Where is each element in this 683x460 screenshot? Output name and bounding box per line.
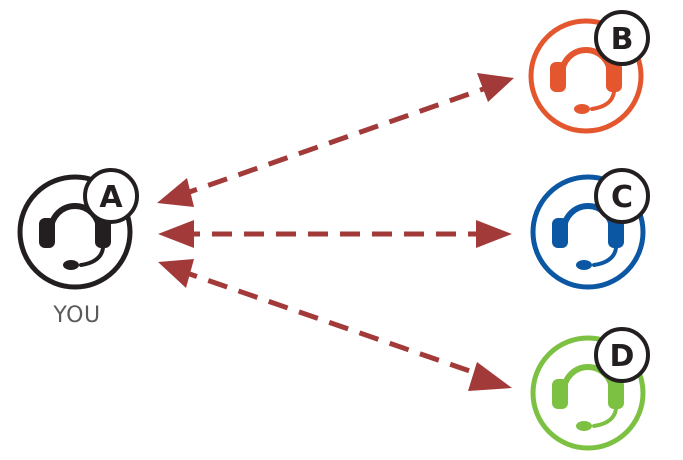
node-c: C xyxy=(530,168,650,290)
node-c-badge-label: C xyxy=(611,180,633,215)
you-label: YOU xyxy=(52,303,100,328)
arrowhead-d-end xyxy=(468,362,512,391)
node-b-badge xyxy=(594,10,650,66)
node-c-badge xyxy=(594,168,650,224)
node-d-badge xyxy=(594,327,650,383)
node-a-badge xyxy=(83,168,139,224)
node-b: B xyxy=(528,10,650,134)
connection-line-a-b xyxy=(177,83,493,199)
arrowhead-a-end-b xyxy=(157,178,194,207)
connection-a-d xyxy=(158,259,512,391)
connection-line-a-d xyxy=(177,267,491,381)
node-d-badge-label: D xyxy=(610,339,635,374)
node-a: A YOU xyxy=(17,168,139,328)
arrowhead-a-end-c xyxy=(158,220,194,248)
arrowhead-b-end xyxy=(477,73,514,102)
node-d: D xyxy=(530,327,650,451)
connection-a-c xyxy=(158,220,512,248)
node-a-badge-label: A xyxy=(99,180,123,215)
arrowhead-c-end xyxy=(476,220,512,248)
node-b-badge-label: B xyxy=(611,22,634,57)
arrowhead-a-end-d xyxy=(158,259,194,288)
connection-a-b xyxy=(157,73,514,207)
